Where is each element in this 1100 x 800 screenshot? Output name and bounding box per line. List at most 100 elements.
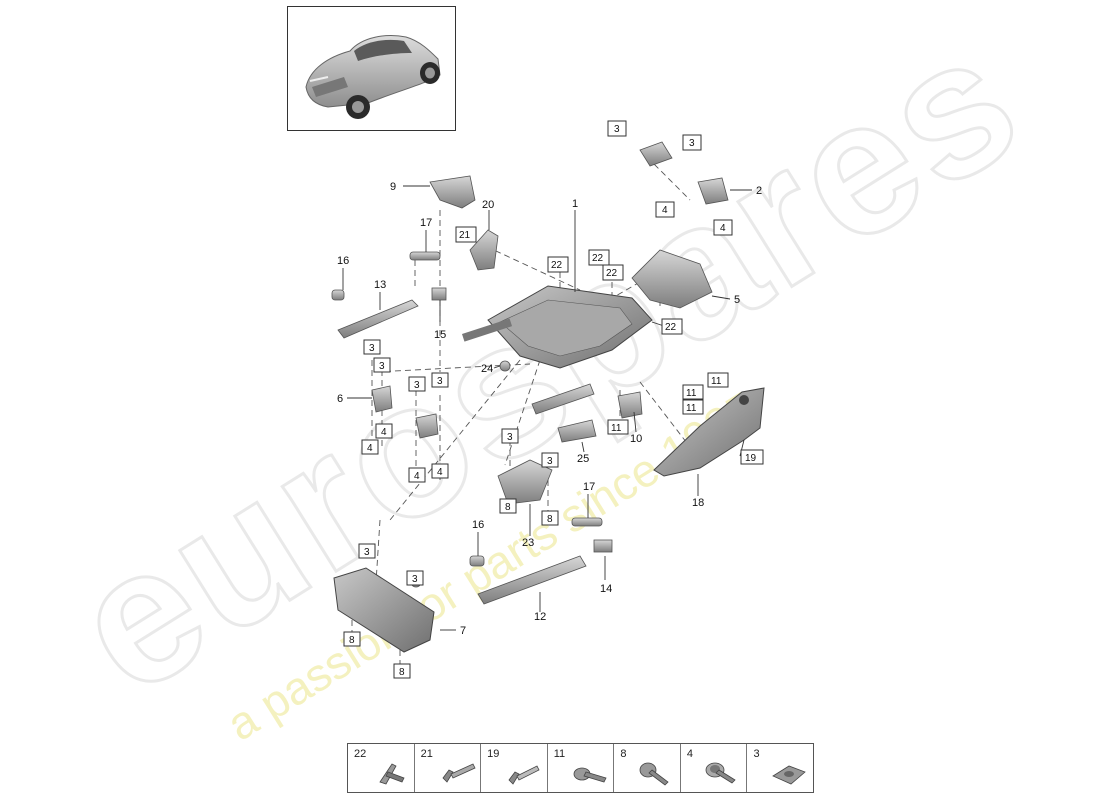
callout-7: 7 xyxy=(460,625,466,637)
boxed-callout-3: 3 xyxy=(607,120,627,137)
svg-text:22: 22 xyxy=(551,260,563,271)
svg-text:19: 19 xyxy=(745,453,757,464)
part-bracket-25 xyxy=(557,419,597,443)
boxed-callout-4: 4 xyxy=(655,201,675,218)
callout-23: 23 xyxy=(522,537,534,549)
boxed-callout-22: 22 xyxy=(588,249,610,266)
callout-6: 6 xyxy=(337,393,343,405)
boxed-callout-4: 4 xyxy=(713,219,733,236)
part-side-shield-18 xyxy=(653,387,765,477)
boxed-callout-22: 22 xyxy=(602,264,624,281)
speed-nut-icon xyxy=(772,765,807,785)
vehicle-thumbnail xyxy=(287,6,456,131)
part-cap-16b xyxy=(469,555,485,567)
boxed-callout-22: 22 xyxy=(547,256,569,273)
boxed-callout-4: 4 xyxy=(375,423,393,439)
boxed-callouts: 3 3 4 4 21 22 22 22 22 3 3 3 3 4 4 4 4 1… xyxy=(343,120,764,679)
part-cap-15 xyxy=(431,287,447,301)
expanding-rivet-icon xyxy=(442,763,476,783)
svg-text:22: 22 xyxy=(592,253,604,264)
svg-text:22: 22 xyxy=(665,322,677,333)
svg-text:4: 4 xyxy=(720,223,726,234)
callout-18: 18 xyxy=(692,497,704,509)
legend-item-8: 8 xyxy=(614,744,681,792)
svg-text:11: 11 xyxy=(686,403,697,414)
callout-1: 1 xyxy=(572,198,578,210)
part-handle-17 xyxy=(409,251,441,261)
boxed-callout-11: 11 xyxy=(682,384,704,400)
svg-text:22: 22 xyxy=(606,268,618,279)
boxed-callout-8: 8 xyxy=(499,498,517,514)
svg-text:3: 3 xyxy=(614,124,620,135)
part-pin-24 xyxy=(499,360,511,372)
flange-bolt-icon xyxy=(573,767,607,783)
callout-17b: 17 xyxy=(583,481,595,493)
part-module-7 xyxy=(333,567,435,653)
callouts: 9 20 17 16 13 15 1 2 5 24 6 10 25 17 16 … xyxy=(337,181,762,637)
callout-12: 12 xyxy=(534,611,546,623)
part-trim-12 xyxy=(477,555,587,605)
boxed-callout-3: 3 xyxy=(406,570,424,586)
legend-number: 22 xyxy=(354,748,367,760)
legend-number: 11 xyxy=(553,748,566,760)
svg-text:8: 8 xyxy=(399,667,405,678)
boxed-callout-8: 8 xyxy=(393,663,411,679)
boxed-callout-8: 8 xyxy=(541,510,559,526)
svg-text:3: 3 xyxy=(379,361,385,372)
part-bracket-6 xyxy=(371,385,393,413)
part-bracket-6b xyxy=(415,413,439,439)
svg-text:4: 4 xyxy=(662,205,668,216)
svg-text:8: 8 xyxy=(547,514,553,525)
boxed-callout-3: 3 xyxy=(373,357,391,373)
part-bracket-2b xyxy=(697,177,729,205)
clip-icon xyxy=(379,763,405,785)
pan-head-bolt-icon xyxy=(639,762,669,786)
svg-text:8: 8 xyxy=(349,635,355,646)
boxed-callout-3: 3 xyxy=(682,134,702,151)
callout-9: 9 xyxy=(390,181,396,193)
plastic-rivet-icon xyxy=(508,765,540,785)
boxed-callout-21: 21 xyxy=(455,226,477,243)
callout-16b: 16 xyxy=(472,519,484,531)
legend-number: 19 xyxy=(487,748,500,760)
callout-25: 25 xyxy=(577,453,589,465)
boxed-callout-11: 11 xyxy=(682,399,704,415)
leader-lines xyxy=(342,185,752,631)
svg-text:11: 11 xyxy=(611,423,622,434)
part-cap-14 xyxy=(593,539,613,553)
part-cap-16 xyxy=(331,289,345,301)
boxed-callout-11: 11 xyxy=(607,419,629,435)
part-bracket-10 xyxy=(617,391,643,419)
svg-text:3: 3 xyxy=(364,547,370,558)
svg-text:4: 4 xyxy=(367,443,373,454)
svg-text:21: 21 xyxy=(459,230,471,241)
callout-10: 10 xyxy=(630,433,642,445)
callout-16: 16 xyxy=(337,255,349,267)
boxed-callout-3: 3 xyxy=(541,452,559,468)
part-bracket-9 xyxy=(429,175,476,209)
part-trim-13 xyxy=(337,299,419,339)
callout-5: 5 xyxy=(734,294,740,306)
svg-text:8: 8 xyxy=(505,502,511,513)
svg-text:11: 11 xyxy=(711,376,722,387)
part-cover-20 xyxy=(469,229,499,271)
legend-number: 4 xyxy=(686,748,694,760)
washer-bolt-icon xyxy=(705,762,736,784)
svg-text:4: 4 xyxy=(437,467,443,478)
callout-14: 14 xyxy=(600,583,612,595)
part-pan-5 xyxy=(631,249,713,309)
boxed-callout-8: 8 xyxy=(343,631,361,647)
boxed-callout-3: 3 xyxy=(501,428,519,444)
svg-text:3: 3 xyxy=(369,343,375,354)
legend-item-11: 11 xyxy=(548,744,615,792)
svg-text:3: 3 xyxy=(507,432,513,443)
assembly-lines xyxy=(351,149,701,670)
callout-2: 2 xyxy=(756,185,762,197)
callout-17: 17 xyxy=(420,217,432,229)
svg-text:3: 3 xyxy=(412,574,418,585)
car-illustration xyxy=(305,35,441,119)
boxed-callout-3: 3 xyxy=(358,543,376,559)
legend-item-22: 22 xyxy=(348,744,415,792)
boxed-callout-22: 22 xyxy=(661,318,683,335)
